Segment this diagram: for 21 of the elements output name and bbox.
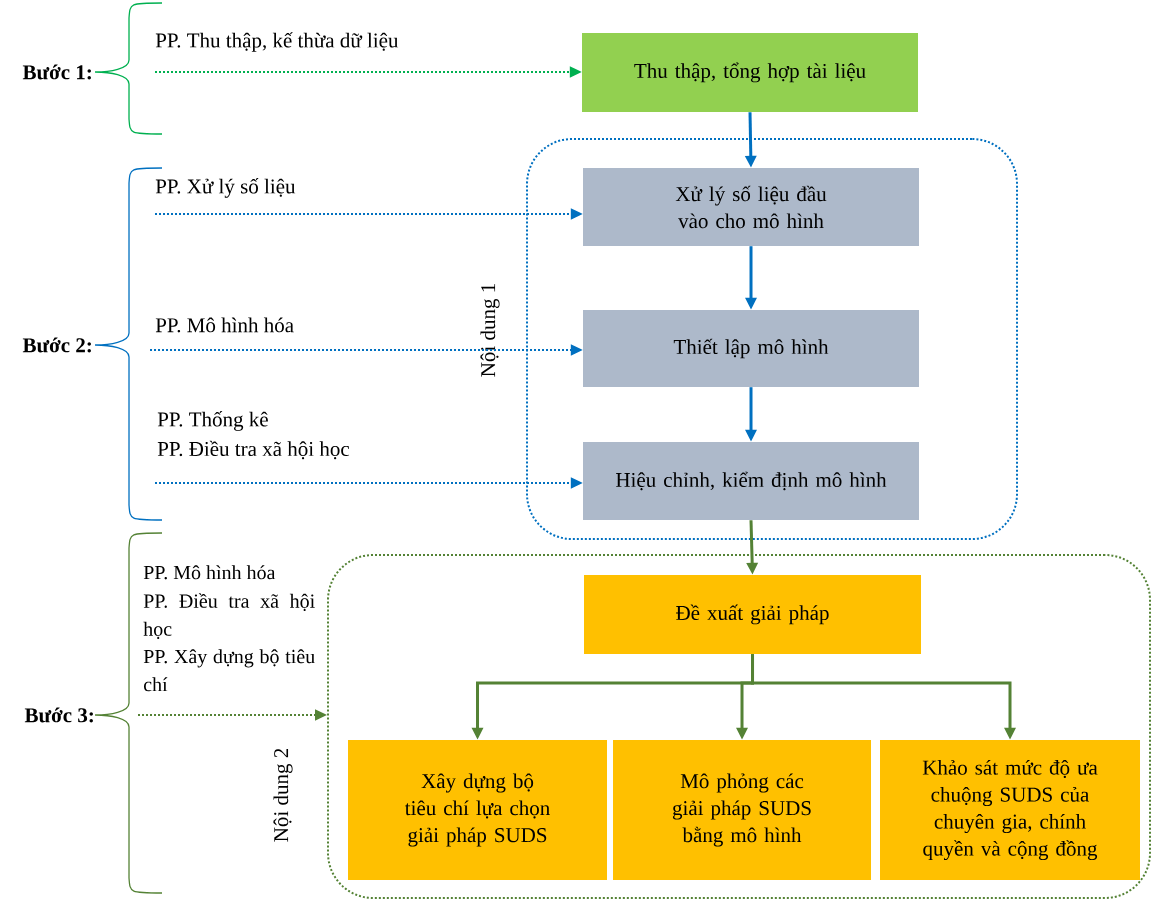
step-label: Bước 2: [22, 337, 91, 353]
process-box: Xử lý số liệu đầu vào cho mô hình [583, 168, 919, 246]
method-label: PP. Điều tra xã hội học [157, 440, 350, 460]
step-label: Bước 3: [24, 707, 93, 723]
method-label: PP. Mô hình hóa [143, 565, 276, 580]
step-label: Bước 1: [22, 64, 91, 80]
process-box: Thu thập, tổng hợp tài liệu [582, 33, 918, 112]
process-box: Mô phỏng các giải pháp SUDS bằng mô hình [613, 740, 871, 880]
method-label: PP. Điều tra xã hội học [143, 593, 315, 639]
method-label: PP. Xử lý số liệu [155, 178, 296, 198]
method-label: PP. Thống kê [157, 411, 268, 431]
process-box: Khảo sát mức độ ưa chuộng SUDS của chuyên gia, chính quyền và cộng đồng [880, 740, 1140, 880]
process-box: Đề xuất giải pháp [584, 575, 921, 654]
process-box: Thiết lập mô hình [583, 310, 919, 387]
node-label: Nội dung 1 [480, 284, 500, 377]
method-label: PP. Thu thập, kế thừa dữ liệu [155, 32, 399, 52]
process-box: Hiệu chỉnh, kiểm định mô hình [583, 442, 919, 520]
node-label: Nội dung 2 [273, 748, 293, 842]
method-label: PP. Mô hình hóa [155, 317, 294, 333]
method-label: PP. Xây dựng bộ tiêu chí [143, 649, 315, 692]
process-box: Xây dựng bộ tiêu chí lựa chọn giải pháp SUDS [348, 740, 607, 880]
